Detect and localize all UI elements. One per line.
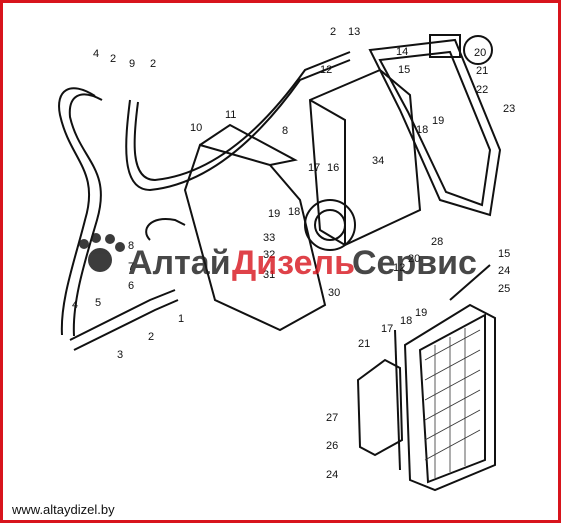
radiator-body	[403, 303, 496, 492]
callout-20b: 20	[408, 253, 420, 265]
callout-21b: 21	[358, 338, 370, 350]
callout-23: 23	[503, 103, 515, 115]
callout-4b: 4	[72, 299, 78, 311]
callout-27: 27	[326, 412, 338, 424]
callout-34: 34	[372, 155, 384, 167]
callout-12b: 12	[393, 262, 405, 274]
heater-casing-top	[199, 123, 298, 166]
callout-18c: 18	[400, 315, 412, 327]
fan-hub	[314, 209, 346, 241]
callout-14: 14	[396, 46, 408, 58]
callout-26: 26	[326, 440, 338, 452]
callout-12: 12	[320, 64, 332, 76]
callout-15: 15	[398, 64, 410, 76]
callout-1: 1	[178, 313, 184, 325]
pipe-15	[449, 264, 491, 301]
callout-6: 6	[128, 280, 134, 292]
callout-13: 13	[348, 26, 360, 38]
callout-31: 31	[263, 269, 275, 281]
pipe-24	[394, 329, 401, 471]
callout-labels: 4 2 9 2 10 11 8 8 7 6 5 4 1 2 3 2 13 12 …	[72, 26, 515, 481]
callout-18: 18	[416, 124, 428, 136]
radiator-grid	[424, 328, 481, 478]
callout-2b: 2	[150, 58, 156, 70]
watermark-part1: Алтай	[128, 244, 231, 282]
callout-17b: 17	[381, 323, 393, 335]
callout-18b: 18	[288, 206, 300, 218]
hose-upper-a	[125, 59, 351, 192]
callout-2d: 2	[330, 26, 336, 38]
callout-5: 5	[95, 297, 101, 309]
footer-url: www.altaydizel.by	[12, 502, 115, 517]
air-duct-inner	[378, 50, 492, 207]
callout-17: 17	[308, 162, 320, 174]
callout-22: 22	[476, 84, 488, 96]
callout-24b: 24	[326, 469, 338, 481]
pipe-lower-b	[73, 299, 179, 351]
hose-small	[145, 218, 186, 241]
callout-3: 3	[117, 349, 123, 361]
callout-19c: 19	[415, 307, 427, 319]
callout-28: 28	[431, 236, 443, 248]
callout-10: 10	[190, 122, 202, 134]
callout-2: 2	[110, 53, 116, 65]
callout-8b: 8	[128, 240, 134, 252]
housing-block	[429, 34, 461, 58]
pipe-lower-a	[69, 289, 176, 341]
air-duct-frame	[368, 38, 502, 217]
callout-20: 20	[474, 47, 486, 59]
gauge-20	[463, 35, 493, 65]
watermark-part3: Сервис	[352, 244, 477, 282]
callout-9: 9	[129, 58, 135, 70]
heater-core-edge	[309, 99, 346, 245]
callout-19: 19	[432, 115, 444, 127]
drawing-lines	[58, 34, 502, 492]
callout-33: 33	[263, 232, 275, 244]
callout-2c: 2	[148, 331, 154, 343]
callout-19b: 19	[268, 208, 280, 220]
heater-casing	[183, 143, 327, 332]
heater-core-block	[308, 68, 422, 247]
callout-16: 16	[327, 162, 339, 174]
callout-21: 21	[476, 65, 488, 77]
callout-11: 11	[225, 109, 236, 121]
watermark-part2: Дизель	[232, 244, 355, 282]
hose-upper-b	[133, 51, 351, 182]
callout-4: 4	[93, 48, 99, 60]
watermark: Алтай Дизель Сервис	[79, 233, 477, 282]
paw-logo-icon	[79, 233, 125, 272]
radiator-gasket	[356, 358, 404, 457]
callout-24: 24	[498, 265, 510, 277]
callout-8: 8	[282, 125, 288, 137]
hose-left-inner	[68, 93, 103, 337]
hose-left-outer	[58, 87, 96, 336]
callout-25: 25	[498, 283, 510, 295]
callout-7: 7	[128, 261, 134, 273]
callout-30: 30	[328, 287, 340, 299]
fan-wheel	[304, 199, 356, 251]
callout-15b: 15	[498, 248, 510, 260]
callout-32: 32	[263, 249, 275, 261]
radiator-core	[418, 313, 486, 484]
